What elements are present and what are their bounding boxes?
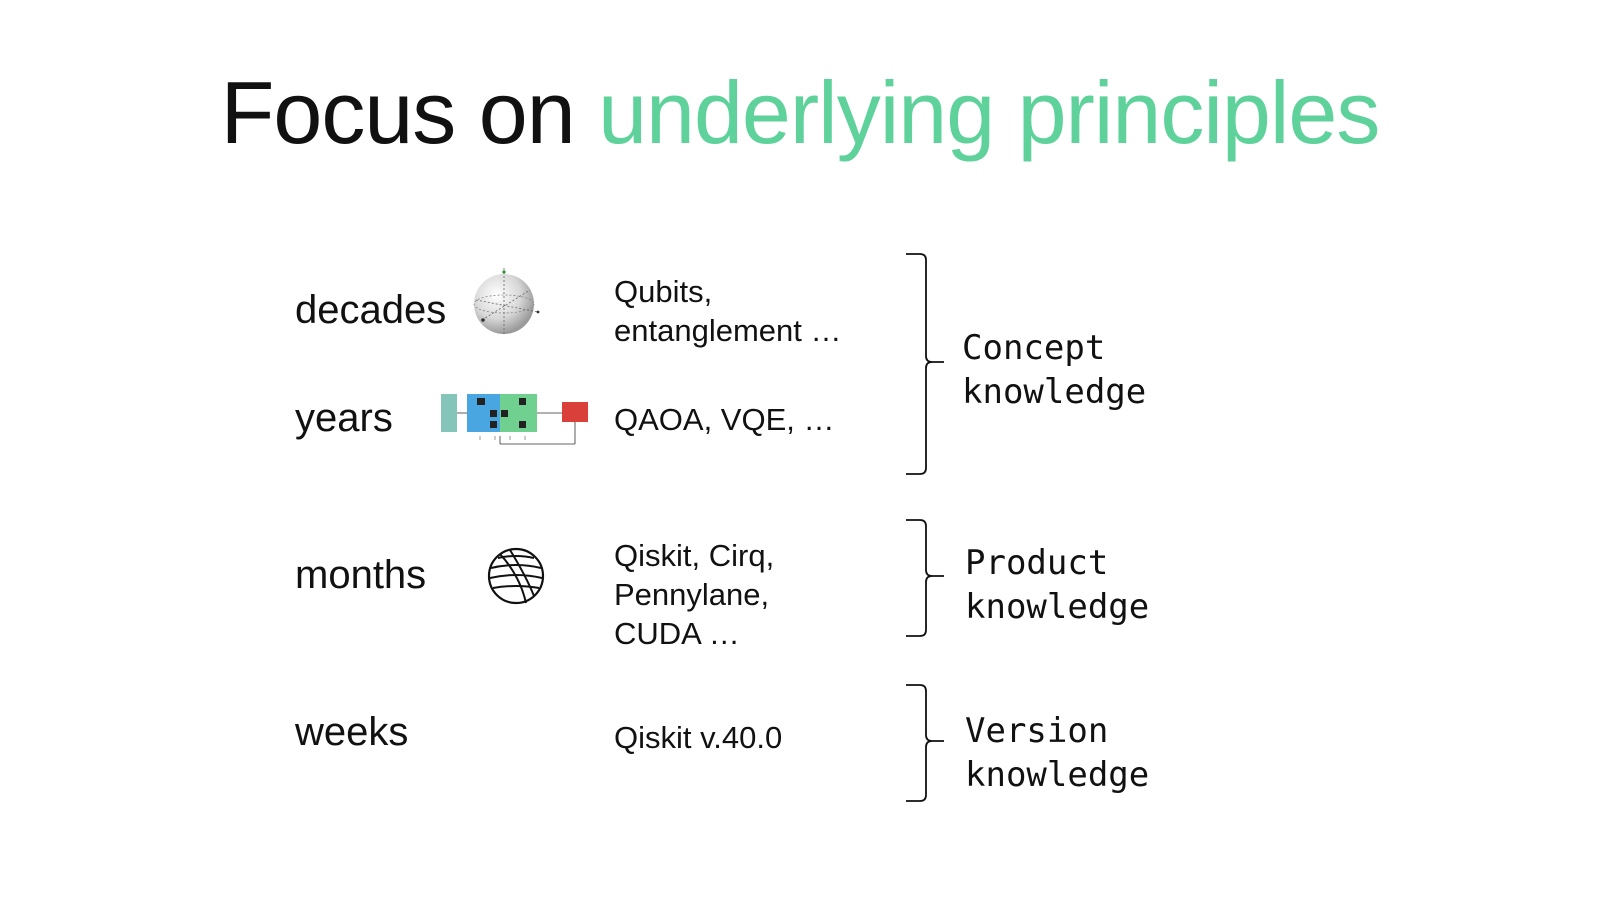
desc-line: CUDA …: [614, 616, 740, 651]
desc-line: entanglement …: [614, 313, 842, 348]
category-line: knowledge: [962, 372, 1147, 412]
category-version: Version knowledge: [965, 709, 1149, 797]
timescale-months: months: [295, 553, 427, 597]
desc-line: Pennylane,: [614, 577, 770, 612]
category-line: Concept: [962, 328, 1106, 368]
desc-years: QAOA, VQE, …: [614, 400, 835, 439]
desc-line: Qiskit v.40.0: [614, 720, 783, 755]
bloch-sphere-icon: [473, 268, 540, 336]
wireframe-globe-icon: [487, 547, 545, 605]
title-accent: underlying principles: [598, 63, 1380, 162]
brace-version: [906, 684, 944, 802]
desc-line: Qubits,: [614, 274, 713, 309]
brace-product: [906, 519, 944, 637]
quantum-algorithm-diagram: [441, 394, 588, 445]
title-prefix: Focus on: [220, 63, 576, 162]
desc-months: Qiskit, Cirq, Pennylane, CUDA …: [614, 536, 774, 653]
category-concept: Concept knowledge: [962, 326, 1146, 414]
slide-title: Focus on underlying principles: [0, 62, 1600, 163]
timescale-weeks: weeks: [295, 710, 409, 754]
timescale-decades: decades: [295, 288, 447, 332]
desc-line: QAOA, VQE, …: [614, 402, 835, 437]
category-line: Product: [965, 543, 1109, 583]
desc-weeks: Qiskit v.40.0: [614, 718, 782, 757]
category-product: Product knowledge: [965, 541, 1149, 629]
desc-line: Qiskit, Cirq,: [614, 538, 775, 573]
category-line: knowledge: [965, 587, 1150, 627]
timescale-years: years: [295, 396, 393, 440]
category-line: knowledge: [965, 755, 1150, 795]
category-line: Version: [965, 711, 1109, 751]
desc-decades: Qubits, entanglement …: [614, 272, 841, 350]
brace-concept: [906, 253, 944, 475]
